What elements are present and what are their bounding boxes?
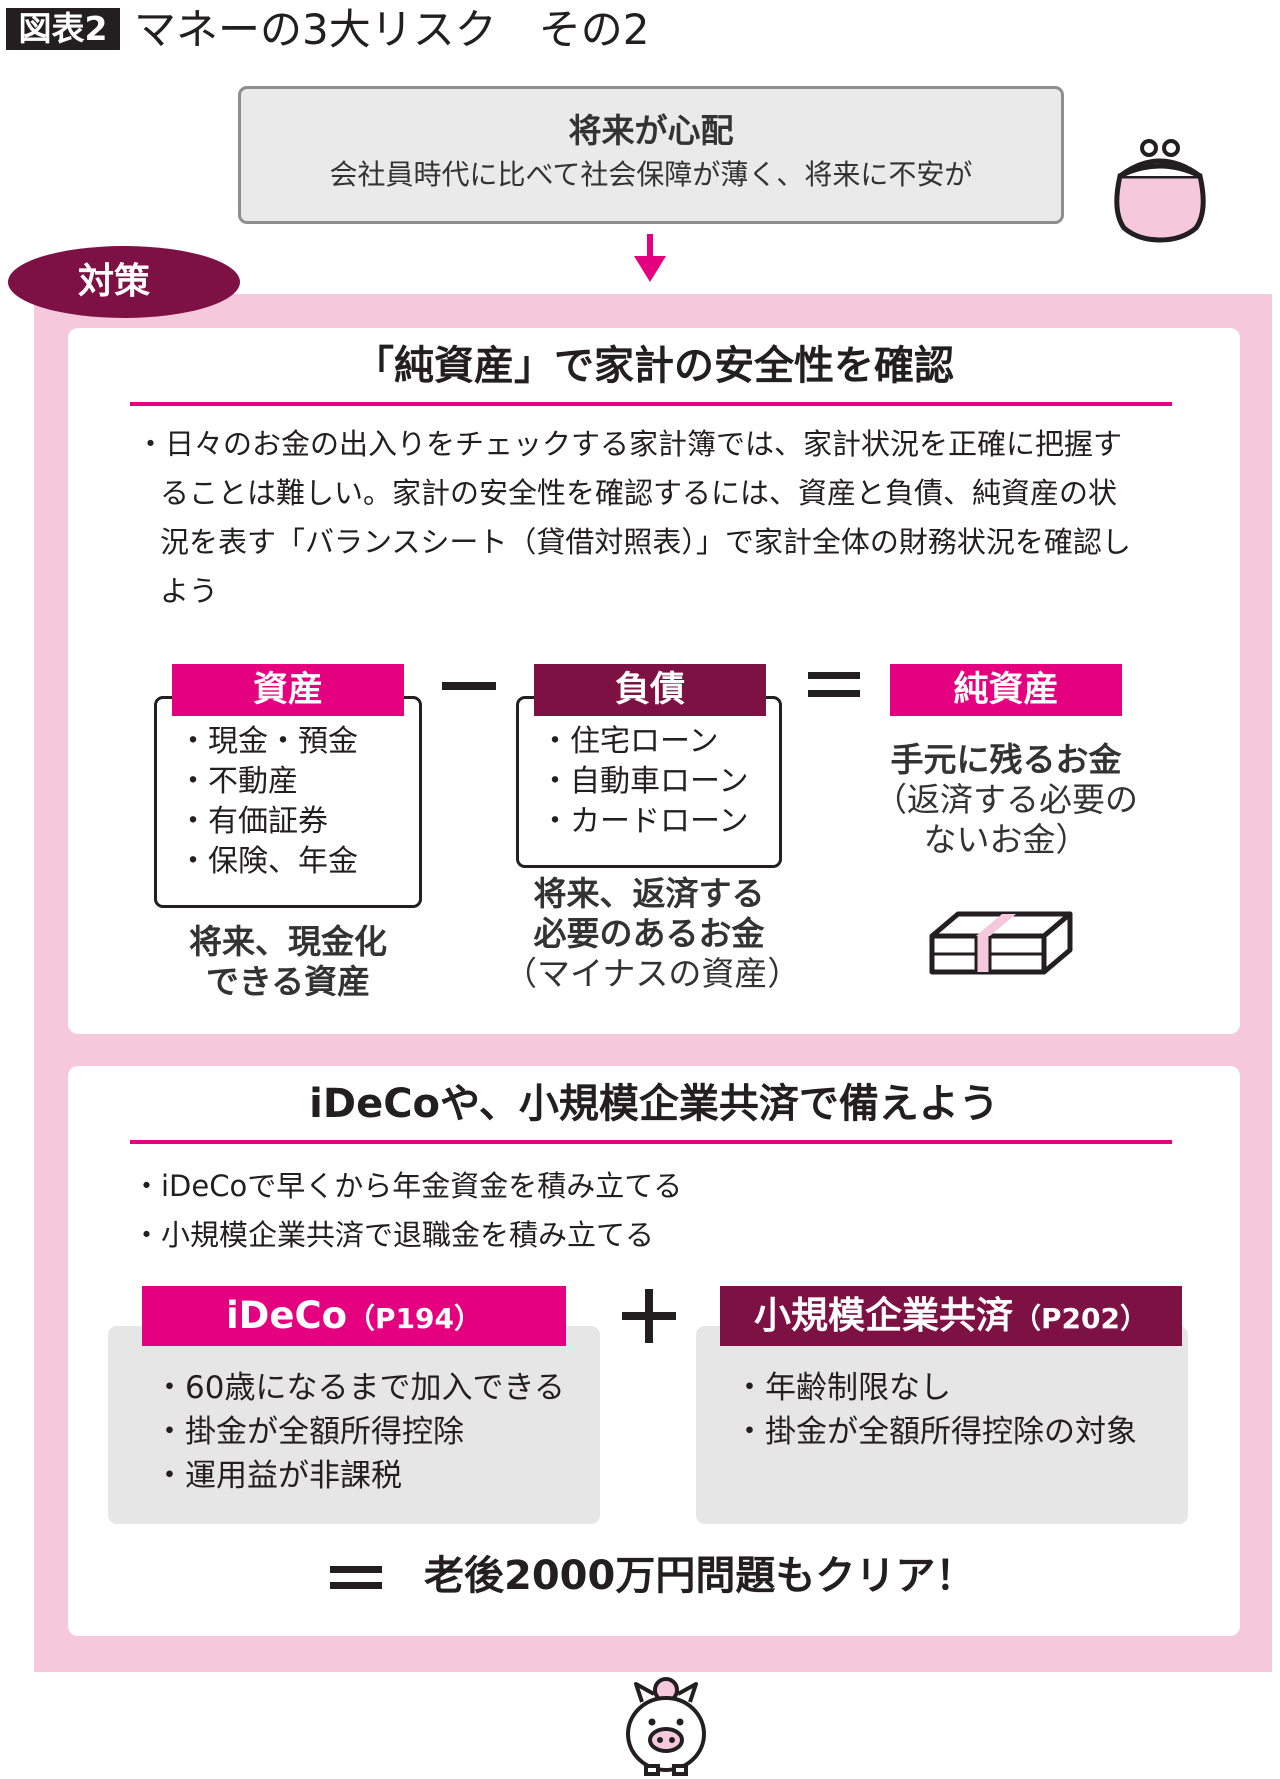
kyosai-page-ref: （P202） — [1013, 1302, 1148, 1335]
equals-sign-top — [808, 672, 860, 679]
countermeasure-label: 対策 — [8, 246, 240, 318]
ideco-box-title: iDeCo（P194） — [142, 1286, 566, 1346]
list-item: ・自動車ローン — [540, 764, 749, 799]
net-assets-label: 純資産 — [890, 664, 1122, 716]
list-item: ・年齢制限なし — [734, 1370, 951, 1406]
net-assets-caption: 手元に残るお金 （返済する必要の ないお金） — [870, 740, 1142, 860]
section1-bullet: ・日々のお金の出入りをチェックする家計簿では、家計状況を正確に把握することは難し… — [136, 427, 1131, 608]
liabilities-label: 負債 — [534, 664, 766, 716]
kyosai-box — [696, 1326, 1188, 1524]
kyosai-list: ・年齢制限なし ・掛金が全額所得控除の対象 — [734, 1366, 1137, 1454]
list-item: ・有価証券 — [178, 804, 328, 839]
assets-caption: 将来、現金化 できる資産 — [142, 922, 434, 1002]
list-item: ・住宅ローン — [540, 724, 719, 759]
liabilities-caption-line: 必要のあるお金 — [533, 914, 765, 953]
down-arrow-icon — [634, 234, 666, 282]
ideco-box — [108, 1326, 600, 1524]
cash-bundle-icon — [929, 911, 1073, 975]
figure-title: マネーの3大リスク その2 — [134, 5, 650, 54]
section1-title: 「純資産」で家計の安全性を確認 — [354, 343, 954, 389]
list-item: ・現金・預金 — [178, 724, 358, 759]
assets-box — [154, 696, 422, 908]
conclusion-text: 老後2000万円問題もクリア！ — [424, 1553, 976, 1599]
net-assets-card: 「純資産」で家計の安全性を確認 ・日々のお金の出入りをチェックする家計簿では、家… — [68, 328, 1240, 1034]
list-item: ・掛金が全額所得控除の対象 — [734, 1414, 1137, 1450]
piggy-bank-icon — [626, 1677, 706, 1776]
equals-sign-bottom — [808, 690, 860, 697]
equals-sign-top — [330, 1566, 382, 1573]
ideco-page-ref: （P194） — [347, 1302, 483, 1335]
section2-bullet: ・小規模企業共済で退職金を積み立てる — [132, 1218, 655, 1252]
net-assets-caption-note: （返済する必要の — [874, 780, 1138, 819]
liabilities-caption-line: 将来、返済する — [533, 874, 765, 913]
assets-label: 資産 — [172, 664, 404, 716]
assets-list: ・現金・預金 ・不動産 ・有価証券 ・保険、年金 — [178, 722, 358, 882]
assets-caption-line: できる資産 — [205, 962, 371, 1001]
purse-icon — [1114, 139, 1206, 243]
net-assets-caption-line: 手元に残るお金 — [890, 740, 1122, 779]
assets-caption-line: 将来、現金化 — [189, 922, 387, 961]
list-item: ・カードローン — [540, 804, 749, 839]
section1-bullets: ・日々のお金の出入りをチェックする家計簿では、家計状況を正確に把握することは難し… — [136, 420, 1136, 616]
concern-subtext: 会社員時代に比べて社会保障が薄く、将来に不安が — [329, 158, 973, 191]
ideco-card: iDeCoや、小規模企業共済で備えよう ・iDeCoで早くから年金資金を積み立て… — [68, 1066, 1240, 1636]
list-item: ・掛金が全額所得控除 — [154, 1414, 464, 1450]
section2-rule — [130, 1140, 1172, 1144]
kyosai-name: 小規模企業共済 — [754, 1294, 1013, 1337]
liabilities-box — [516, 696, 782, 868]
kyosai-box-title: 小規模企業共済（P202） — [720, 1286, 1182, 1346]
section2-bullets: ・iDeCoで早くから年金資金を積み立てる ・小規模企業共済で退職金を積み立てる — [132, 1162, 1032, 1260]
net-assets-caption-note: ないお金） — [923, 820, 1089, 859]
list-item: ・運用益が非課税 — [154, 1458, 402, 1494]
minus-sign — [442, 682, 496, 690]
liabilities-list: ・住宅ローン ・自動車ローン ・カードローン — [540, 722, 749, 842]
ideco-name: iDeCo — [225, 1294, 348, 1337]
concern-box: 将来が心配 会社員時代に比べて社会保障が薄く、将来に不安が — [238, 86, 1064, 224]
section1-rule — [130, 402, 1172, 406]
liabilities-caption-note: （マイナスの資産） — [504, 954, 801, 993]
list-item: ・保険、年金 — [178, 844, 358, 879]
ideco-list: ・60歳になるまで加入できる ・掛金が全額所得控除 ・運用益が非課税 — [154, 1366, 565, 1498]
equals-sign-bottom — [330, 1582, 382, 1589]
concern-heading: 将来が心配 — [568, 111, 734, 150]
list-item: ・不動産 — [178, 764, 298, 799]
section2-bullet: ・iDeCoで早くから年金資金を積み立てる — [132, 1169, 683, 1203]
figure-tag: 図表2 — [6, 8, 120, 50]
liabilities-caption: 将来、返済する 必要のあるお金 （マイナスの資産） — [504, 874, 801, 994]
section2-title: iDeCoや、小規模企業共済で備えよう — [309, 1081, 999, 1127]
plus-sign-vertical — [645, 1289, 653, 1343]
list-item: ・60歳になるまで加入できる — [154, 1370, 565, 1406]
